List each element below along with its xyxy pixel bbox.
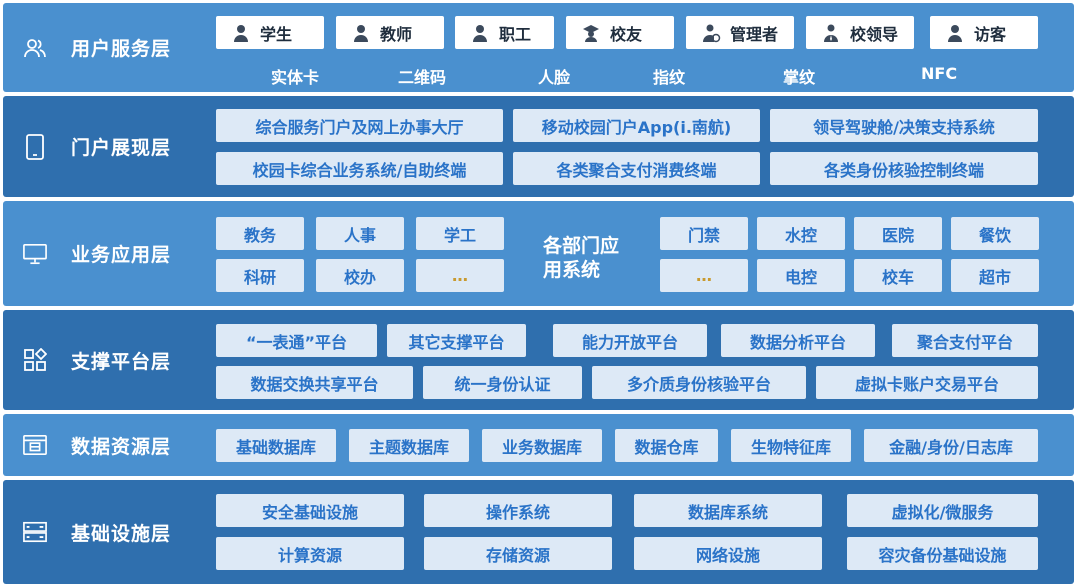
app-item: 科研: [216, 259, 304, 292]
platform-item: 其它支撑平台: [387, 324, 526, 357]
user-alumni: 校友: [566, 16, 674, 49]
layer-title: 业务应用层: [71, 244, 172, 266]
app-item: 餐饮: [951, 217, 1039, 250]
platform-item: 统一身份认证: [423, 366, 582, 399]
platform-item: 多介质身份核验平台: [592, 366, 806, 399]
data-item: 基础数据库: [216, 429, 336, 462]
platform-layer: 支撑平台层 “一表通”平台 其它支撑平台 能力开放平台 数据分析平台 聚合支付平…: [3, 310, 1074, 410]
infra-layer: 基础设施层 安全基础设施 操作系统 数据库系统 虚拟化/微服务 计算资源 存储资…: [3, 480, 1074, 584]
infra-item: 数据库系统: [634, 494, 822, 527]
data-item: 业务数据库: [482, 429, 602, 462]
mobile-icon: [23, 133, 47, 160]
portal-item: 领导驾驶舱/决策支持系统: [770, 109, 1038, 142]
data-item: 数据仓库: [615, 429, 718, 462]
auth-method: 掌纹: [783, 68, 816, 87]
infra-item: 存储资源: [424, 537, 612, 570]
portal-item: 各类聚合支付消费终端: [513, 152, 760, 185]
infra-item: 虚拟化/微服务: [847, 494, 1038, 527]
portal-item: 移动校园门户App(i.南航): [513, 109, 760, 142]
portal-item: 各类身份核验控制终端: [770, 152, 1038, 185]
infra-item: 计算资源: [216, 537, 404, 570]
platform-item: 能力开放平台: [553, 324, 707, 357]
dept-systems-label: 用系统: [543, 259, 601, 281]
app-item: 医院: [854, 217, 942, 250]
app-item: 学工: [416, 217, 504, 250]
platform-item: 虚拟卡账户交易平台: [816, 366, 1038, 399]
infra-item: 容灾备份基础设施: [847, 537, 1038, 570]
dept-systems-label: 各部门应: [543, 235, 620, 257]
layer-title: 支撑平台层: [71, 350, 172, 373]
app-item: …: [416, 259, 504, 292]
user-teacher: 教师: [336, 16, 444, 49]
user-staff: 职工: [455, 16, 554, 49]
auth-method: 人脸: [538, 68, 571, 87]
infra-item: 网络设施: [634, 537, 822, 570]
user-visitor: 访客: [930, 16, 1038, 49]
data-item: 主题数据库: [349, 429, 469, 462]
monitor-icon: [23, 242, 47, 266]
user-service-layer: 用户服务层 学生 教师 职工 校友 管理者 校领导 访客 实体卡 二维码 人脸 …: [3, 3, 1074, 92]
data-item: 金融/身份/日志库: [864, 429, 1038, 462]
layer-title: 门户展现层: [71, 137, 172, 159]
data-item: 生物特征库: [731, 429, 851, 462]
user-leader: 校领导: [806, 16, 914, 49]
app-item: 教务: [216, 217, 304, 250]
apps-grid-icon: [23, 348, 47, 372]
platform-item: 数据分析平台: [721, 324, 875, 357]
user-student: 学生: [216, 16, 324, 49]
data-layer: 数据资源层 基础数据库 主题数据库 业务数据库 数据仓库 生物特征库 金融/身份…: [3, 414, 1074, 476]
auth-method: NFC: [921, 64, 958, 83]
layer-title: 基础设施层: [71, 522, 172, 545]
platform-item: 数据交换共享平台: [216, 366, 413, 399]
user-manager: 管理者: [686, 16, 794, 49]
manager-icon: [700, 22, 722, 44]
app-item: 人事: [316, 217, 404, 250]
auth-method: 二维码: [398, 68, 447, 87]
infra-item: 安全基础设施: [216, 494, 404, 527]
portal-item: 校园卡综合业务系统/自助终端: [216, 152, 503, 185]
leader-icon: [820, 22, 842, 44]
business-layer: 业务应用层 教务 人事 学工 科研 校办 … 各部门应 用系统 门禁 水控 医院…: [3, 201, 1074, 306]
auth-method: 实体卡: [271, 68, 320, 87]
app-item: 校办: [316, 259, 404, 292]
platform-item: 聚合支付平台: [892, 324, 1038, 357]
app-item: 超市: [951, 259, 1039, 292]
layer-title: 用户服务层: [71, 38, 172, 60]
app-item: 电控: [757, 259, 845, 292]
layer-title: 数据资源层: [71, 435, 172, 458]
app-item: 门禁: [660, 217, 748, 250]
portal-layer: 门户展现层 综合服务门户及网上办事大厅 移动校园门户App(i.南航) 领导驾驶…: [3, 96, 1074, 197]
users-icon: [23, 36, 47, 60]
app-item: 水控: [757, 217, 845, 250]
student-icon: [230, 22, 252, 44]
portal-item: 综合服务门户及网上办事大厅: [216, 109, 503, 142]
staff-icon: [469, 22, 491, 44]
platform-item: “一表通”平台: [216, 324, 377, 357]
server-icon: [23, 520, 47, 544]
database-browser-icon: [23, 433, 47, 457]
app-item: …: [660, 259, 748, 292]
alumni-icon: [580, 22, 602, 44]
infra-item: 操作系统: [424, 494, 612, 527]
auth-method: 指纹: [653, 68, 686, 87]
teacher-icon: [350, 22, 372, 44]
visitor-icon: [944, 22, 966, 44]
app-item: 校车: [854, 259, 942, 292]
